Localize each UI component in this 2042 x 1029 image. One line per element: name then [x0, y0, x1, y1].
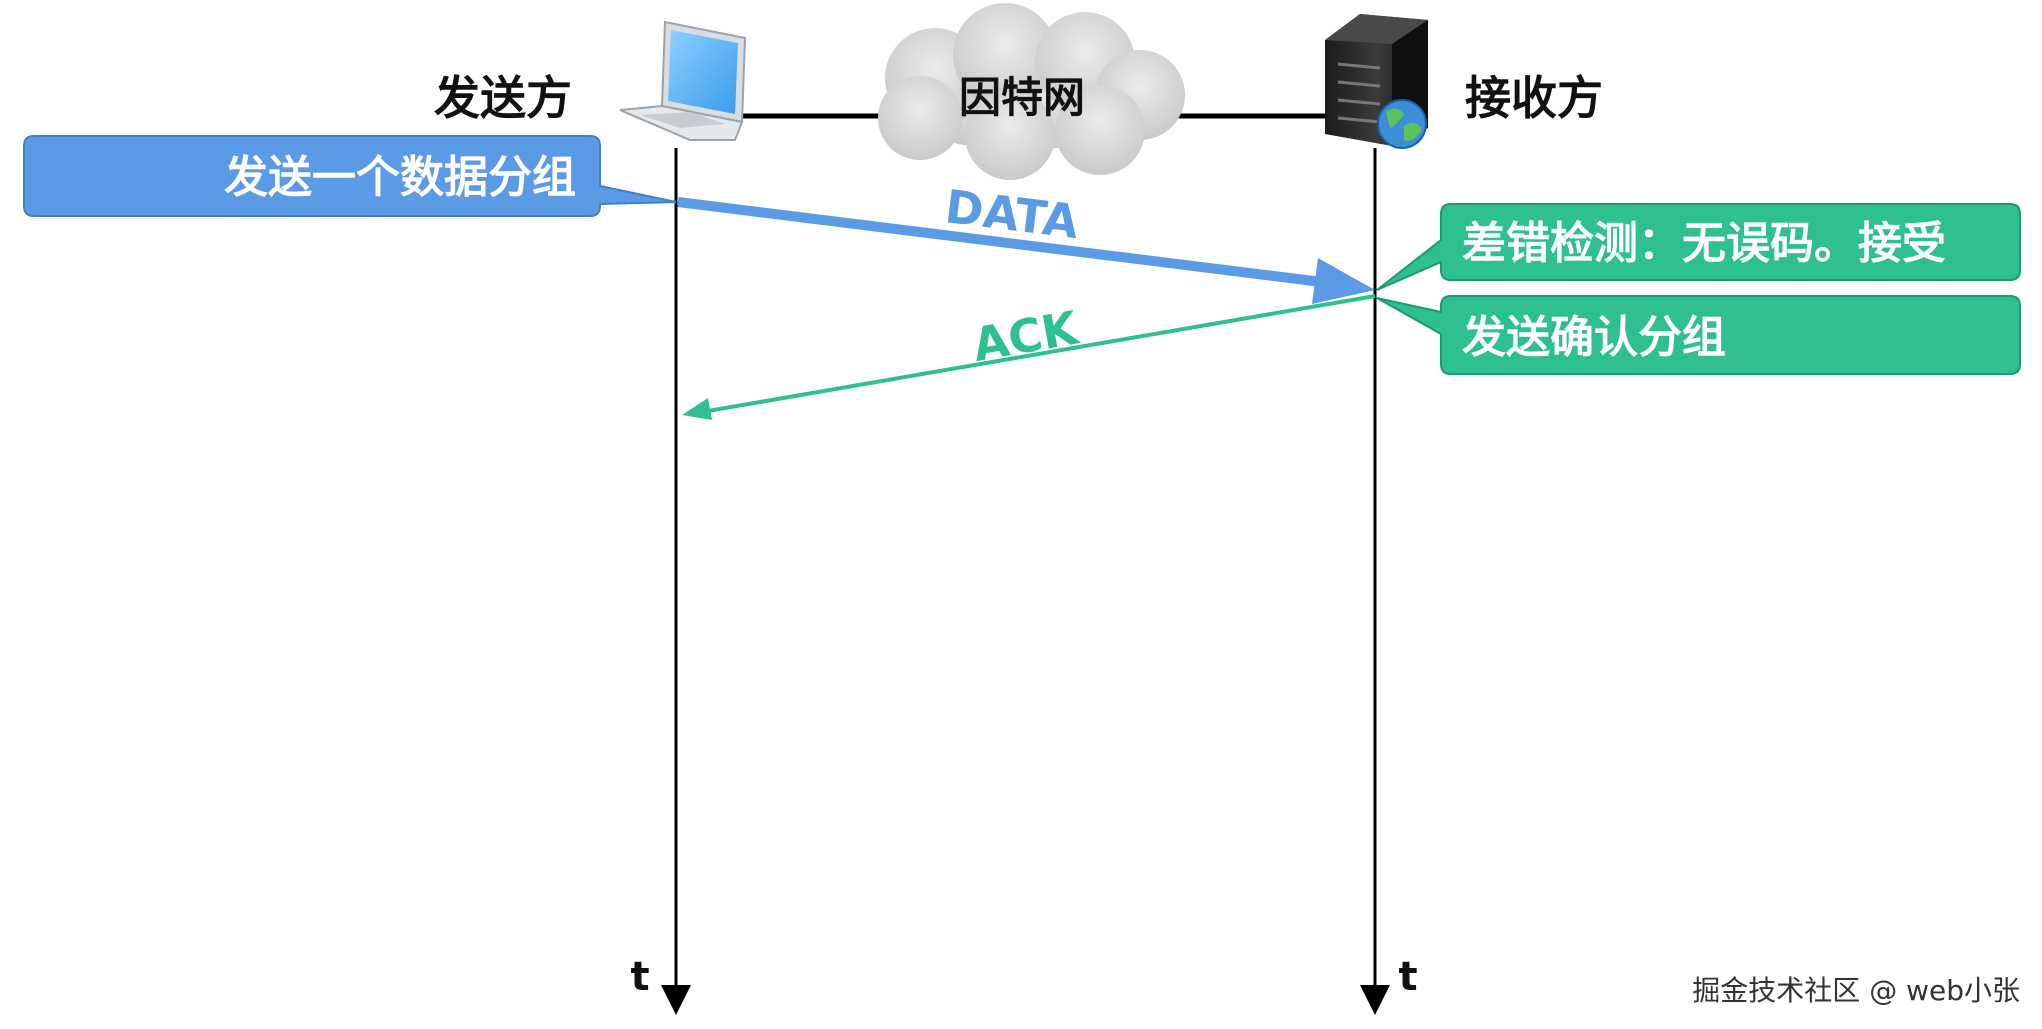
sender-time-axis-label: t — [630, 954, 649, 1000]
watermark: 掘金技术社区 @ web小张 — [1692, 974, 2020, 1007]
laptop-icon — [619, 20, 747, 141]
globe-icon — [1377, 99, 1427, 149]
cloud-icon — [878, 3, 1185, 180]
receiver-callout-ack-text: 发送确认分组 — [1462, 312, 1726, 363]
receiver-time-axis-label: t — [1398, 954, 1417, 1000]
receiver-callout-check-text: 差错检测：无误码。接受 — [1462, 218, 1946, 269]
sender-label: 发送方 — [434, 71, 572, 125]
sender-callout-text: 发送一个数据分组 — [224, 152, 576, 203]
ack-message-label: ACK — [969, 300, 1084, 372]
receiver-callout-check: 差错检测：无误码。接受 — [1376, 203, 2021, 291]
data-message-arrow — [677, 197, 1375, 304]
receiver-callout-ack: 发送确认分组 — [1376, 295, 2021, 375]
sender-callout: 发送一个数据分组 — [23, 135, 677, 217]
ack-message-arrow — [682, 294, 1376, 420]
receiver-label: 接收方 — [1465, 71, 1603, 125]
network-label: 因特网 — [959, 73, 1085, 122]
